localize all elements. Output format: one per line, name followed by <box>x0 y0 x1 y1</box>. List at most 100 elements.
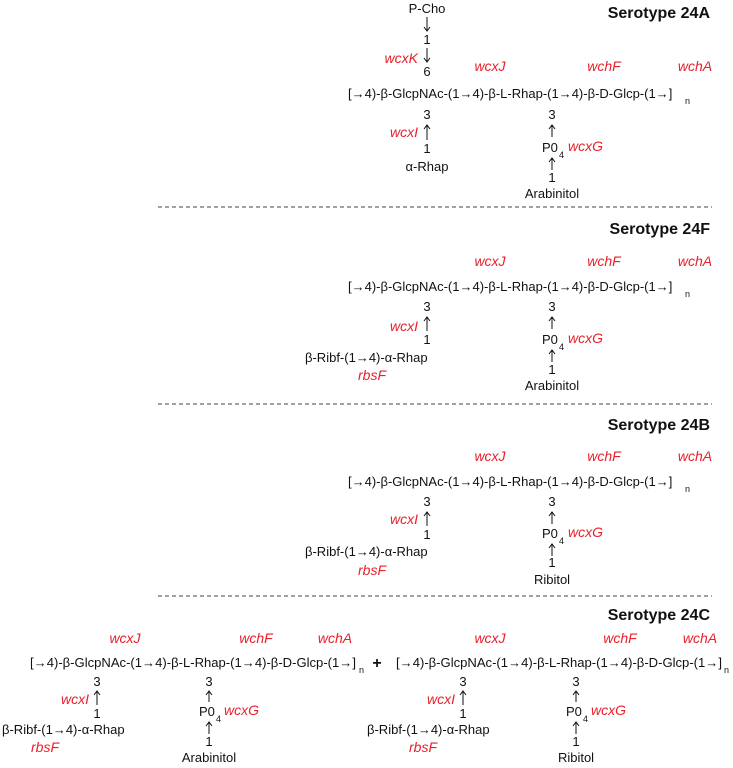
gene-wcxi: wcxI <box>390 318 418 334</box>
arrowhead-right2-24a <box>548 157 556 163</box>
arrowhead-left-24b <box>423 511 431 517</box>
serotype-24c-structure-ribitol: wcxJ wchF wchA [→4)-β-GlcpNAc-(1→4)-β-L-… <box>367 630 729 765</box>
serotype-24c-structure-arabinitol: wcxJ wchF wchA [→4)-β-GlcpNAc-(1→4)-β-L-… <box>2 630 364 765</box>
serotype-24f-title: Serotype 24F <box>610 221 711 238</box>
backbone-24b: [→4)-β-GlcpNAc-(1→4)-β-L-Rhap-(1→4)-β-D-… <box>348 474 672 489</box>
gene-wcxj: wcxJ <box>109 630 141 646</box>
gene-wcha: wchA <box>683 630 717 646</box>
arabinitol-24c-a: Arabinitol <box>182 750 236 765</box>
num-3-left-24f: 3 <box>423 299 430 314</box>
phosphate-24b: P0 <box>542 526 558 541</box>
arrowhead-right-24a <box>548 124 556 130</box>
alpha-rhap-24a: α-Rhap <box>406 159 449 174</box>
arrowhead-right-24f <box>548 316 556 322</box>
num-1-right-24c-b: 1 <box>572 734 579 749</box>
phosphate-24c-a: P0 <box>199 704 215 719</box>
repeat-n-24c-b: n <box>724 665 729 675</box>
serotype-24a: Serotype 24A P-Cho 1 wcxK 6 wcxJ wchF wc… <box>348 1 712 201</box>
phosphate-sub-24a: 4 <box>559 150 564 160</box>
num-1-left-24b: 1 <box>423 527 430 542</box>
backbone-24c-b: [→4)-β-GlcpNAc-(1→4)-β-L-Rhap-(1→4)-β-D-… <box>396 655 722 670</box>
gene-wcxi: wcxI <box>427 691 455 707</box>
backbone-24c-a: [→4)-β-GlcpNAc-(1→4)-β-L-Rhap-(1→4)-β-D-… <box>30 655 356 670</box>
phosphate-sub-24f: 4 <box>559 342 564 352</box>
num-3-right-24c-b: 3 <box>572 674 579 689</box>
num-1-left-24c-a: 1 <box>93 706 100 721</box>
num-3-left-24c-b: 3 <box>459 674 466 689</box>
gene-rbsf: rbsF <box>409 739 438 755</box>
gene-wchf: wchF <box>239 630 274 646</box>
num-3-left-24c-a: 3 <box>93 674 100 689</box>
gene-wcxj: wcxJ <box>474 448 506 464</box>
phosphate-sub-24c-a: 4 <box>216 714 221 724</box>
backbone-24a: [→4)-β-GlcpNAc-(1→4)-β-L-Rhap-(1→4)-β-D-… <box>348 86 672 101</box>
gene-rbsf: rbsF <box>358 562 387 578</box>
num-3-left-24a: 3 <box>423 107 430 122</box>
arrowhead-right-24c-a <box>205 690 213 696</box>
num-3-right-24b: 3 <box>548 494 555 509</box>
num-1-left-24f: 1 <box>423 332 430 347</box>
ribitol-24b: Ribitol <box>534 572 570 587</box>
gene-wcxi: wcxI <box>390 124 418 140</box>
gene-wcxi: wcxI <box>61 691 89 707</box>
phosphate-24c-b: P0 <box>566 704 582 719</box>
repeat-n-24a: n <box>685 96 690 106</box>
arrowhead-right2-24c-a <box>205 721 213 727</box>
gene-wcxg-24f: wcxG <box>568 330 603 346</box>
arrowhead-left-24a <box>423 124 431 130</box>
gene-wcxg-24a: wcxG <box>568 138 603 154</box>
arrowhead-right2-24f <box>548 349 556 355</box>
num-1-right-24a: 1 <box>548 170 555 185</box>
serotype-24c-title: Serotype 24C <box>608 607 711 624</box>
arrowhead-p-cho <box>423 26 431 32</box>
gene-wcha: wchA <box>678 58 712 74</box>
arrowhead-p-cho-2 <box>423 57 431 63</box>
ribf-rhap-24b: β-Ribf-(1→4)-α-Rhap <box>305 544 428 559</box>
p-cho-num-6: 6 <box>423 64 430 79</box>
arrowhead-left-24c-a <box>93 690 101 696</box>
gene-wcxj: wcxJ <box>474 58 506 74</box>
serotype-24a-title: Serotype 24A <box>608 5 711 22</box>
arrowhead-right-24c-b <box>572 690 580 696</box>
gene-wcxi: wcxI <box>390 511 418 527</box>
num-1-right-24c-a: 1 <box>205 734 212 749</box>
num-1-left-24c-b: 1 <box>459 706 466 721</box>
arrowhead-left-24c-b <box>459 690 467 696</box>
arabinitol-24a: Arabinitol <box>525 186 579 201</box>
serotype-24b: Serotype 24B wcxJ wchF wchA [→4)-β-GlcpN… <box>305 417 712 587</box>
arrowhead-right2-24b <box>548 543 556 549</box>
p-cho-num-1: 1 <box>423 32 430 47</box>
gene-wchf: wchF <box>587 253 622 269</box>
serotype-24c: Serotype 24C wcxJ wchF wchA [→4)-β-GlcpN… <box>2 607 729 765</box>
plus-sign: + <box>372 655 381 672</box>
gene-wcha: wchA <box>678 253 712 269</box>
ribf-rhap-24f: β-Ribf-(1→4)-α-Rhap <box>305 350 428 365</box>
p-cho-label: P-Cho <box>409 1 446 16</box>
num-3-right-24f: 3 <box>548 299 555 314</box>
phosphate-sub-24c-b: 4 <box>583 714 588 724</box>
gene-wcha: wchA <box>678 448 712 464</box>
num-3-right-24a: 3 <box>548 107 555 122</box>
repeat-n-24f: n <box>685 289 690 299</box>
gene-wcxj: wcxJ <box>474 630 506 646</box>
repeat-n-24b: n <box>685 484 690 494</box>
num-1-right-24f: 1 <box>548 362 555 377</box>
phosphate-sub-24b: 4 <box>559 536 564 546</box>
gene-rbsf: rbsF <box>358 367 387 383</box>
serotype-24b-title: Serotype 24B <box>608 417 710 434</box>
gene-rbsf: rbsF <box>31 739 60 755</box>
gene-wchf: wchF <box>587 448 622 464</box>
num-1-right-24b: 1 <box>548 555 555 570</box>
arabinitol-24f: Arabinitol <box>525 378 579 393</box>
backbone-24f: [→4)-β-GlcpNAc-(1→4)-β-L-Rhap-(1→4)-β-D-… <box>348 279 672 294</box>
serotype-24f: Serotype 24F wcxJ wchF wchA [→4)-β-GlcpN… <box>305 221 712 393</box>
gene-wchf: wchF <box>587 58 622 74</box>
gene-wcha: wchA <box>318 630 352 646</box>
repeat-n-24c-a: n <box>359 665 364 675</box>
gene-wcxg-24c-b: wcxG <box>591 702 626 718</box>
gene-wchf: wchF <box>603 630 638 646</box>
gene-wcxk: wcxK <box>385 50 419 66</box>
gene-wcxg-24c-a: wcxG <box>224 702 259 718</box>
ribf-rhap-24c-b: β-Ribf-(1→4)-α-Rhap <box>367 722 490 737</box>
